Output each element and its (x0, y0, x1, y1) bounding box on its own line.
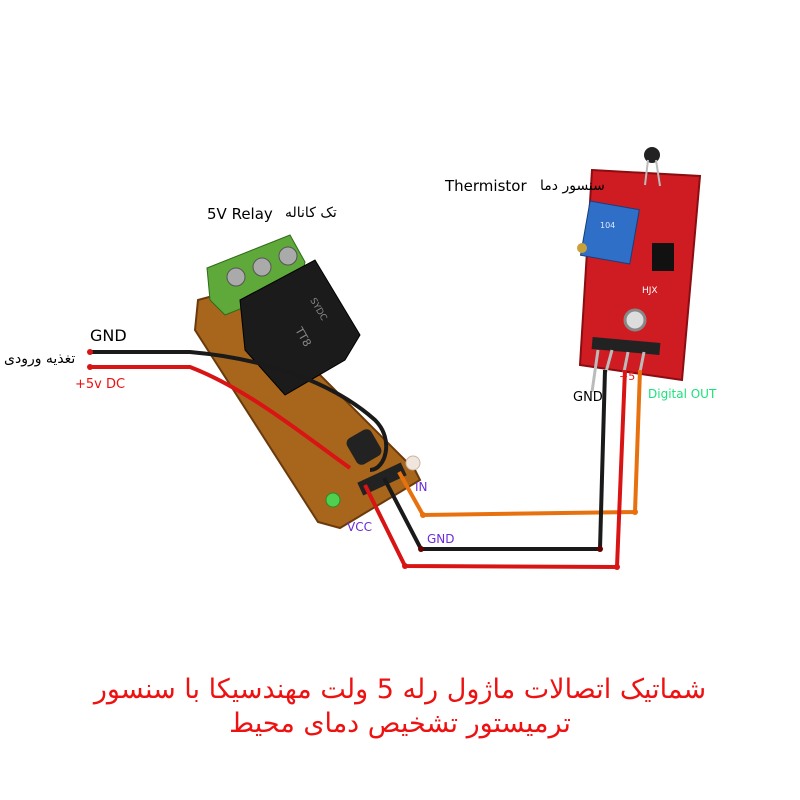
input-gnd-wire (90, 350, 389, 472)
sensor-gnd-label: GND (573, 390, 603, 405)
digital-out-label: Digital OUT (648, 387, 717, 401)
relay-transistor (346, 429, 382, 465)
pot-mark: 104 (600, 221, 615, 230)
thermistor-module: 104 HJX (577, 147, 702, 393)
gnd-wire-black (382, 369, 607, 551)
input-5v-wire (90, 365, 352, 470)
relay-pin-header (357, 462, 407, 496)
relay-in-label: IN (415, 480, 428, 494)
chip-mark: HJX (642, 286, 658, 296)
input-power-label: تغذیه ورودی (4, 351, 76, 367)
status-led-green (325, 492, 341, 508)
relay-name-label: 5V Relay (207, 205, 273, 223)
sensor-pin-header (591, 337, 661, 355)
pot-screw (577, 243, 587, 253)
potentiometer (579, 200, 640, 265)
diagram-title-line2: ترمیستور تشخیص دمای محیط (229, 708, 571, 739)
input-gnd-label: GND (90, 326, 127, 345)
diagram-title-line1: شماتیک اتصالات ماژول رله 5 ولت مهندسیکا … (93, 674, 707, 705)
relay-coil-box (239, 259, 361, 396)
comparator-chip (652, 243, 674, 271)
sensor-name-label: Thermistor (445, 177, 527, 195)
relay-channel-label: تک کاناله (285, 205, 337, 221)
relay-vcc-label: VCC (347, 520, 372, 534)
relay-module: TT8 SYDC (193, 234, 422, 530)
signal-wire-orange (397, 369, 642, 518)
thermistor-bead (644, 147, 660, 163)
sensor-5v-label: +5 (619, 370, 636, 383)
status-led-clear (405, 455, 421, 471)
sensor-fa-label: سنسور دما (540, 178, 605, 194)
vcc-wire-red (363, 369, 627, 570)
input-5v-label: +5v DC (75, 377, 126, 392)
relay-gnd-label: GND (427, 532, 455, 546)
mount-hole (623, 308, 647, 332)
